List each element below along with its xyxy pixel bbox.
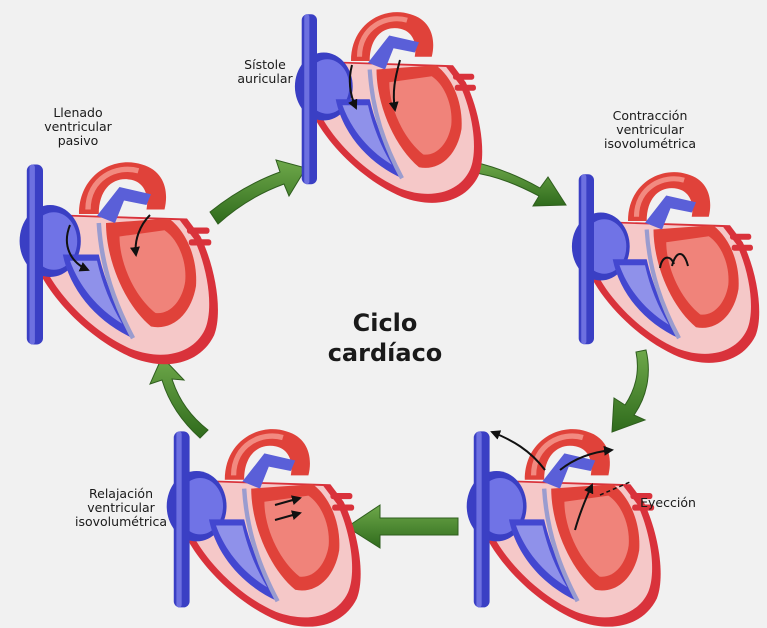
heart-eyeccion [467, 429, 661, 626]
label-llenado-ventricular-pasivo: Llenado ventricular pasivo [30, 106, 126, 148]
label-line: Contracción [612, 108, 688, 123]
title-line-1: Ciclo [352, 309, 418, 337]
label-line: pasivo [57, 133, 99, 148]
label-line: Relajación [89, 486, 153, 501]
label-line: ventricular [616, 122, 684, 137]
cycle-arrows [149, 159, 649, 549]
arrow-eyeccion-to-relajacion [346, 504, 459, 549]
diagram-title: Ciclo cardíaco [320, 308, 450, 368]
label-sistole-auricular: Sístole auricular [226, 58, 304, 86]
label-line: isovolumétrica [75, 514, 167, 529]
label-eyeccion: Eyección [630, 496, 706, 510]
label-contraccion-ventricular-isovolumetrica: Contracción ventricular isovolumétrica [595, 109, 705, 151]
heart-relajacion-ventricular-isovolumetrica [167, 429, 361, 626]
label-line: Llenado [53, 105, 103, 120]
heart-sistole-auricular [295, 12, 482, 203]
label-line: Sístole [244, 57, 286, 72]
heart-llenado-ventricular-pasivo [20, 162, 218, 364]
label-line: Eyección [640, 495, 696, 510]
label-line: ventricular [87, 500, 155, 515]
arrow-contraccion-to-eyeccion [611, 349, 649, 433]
label-relajacion-ventricular-isovolumetrica: Relajación ventricular isovolumétrica [66, 487, 176, 529]
heart-contraccion-ventricular-isovolumetrica [572, 172, 759, 363]
label-line: auricular [237, 71, 293, 86]
label-line: ventricular [44, 119, 112, 134]
label-line: isovolumétrica [604, 136, 696, 151]
arrow-sistole-to-contraccion [469, 161, 567, 207]
title-line-2: cardíaco [327, 339, 443, 367]
arrow-relajacion-to-llenado [149, 356, 209, 439]
arrow-llenado-to-sistole [209, 159, 307, 225]
